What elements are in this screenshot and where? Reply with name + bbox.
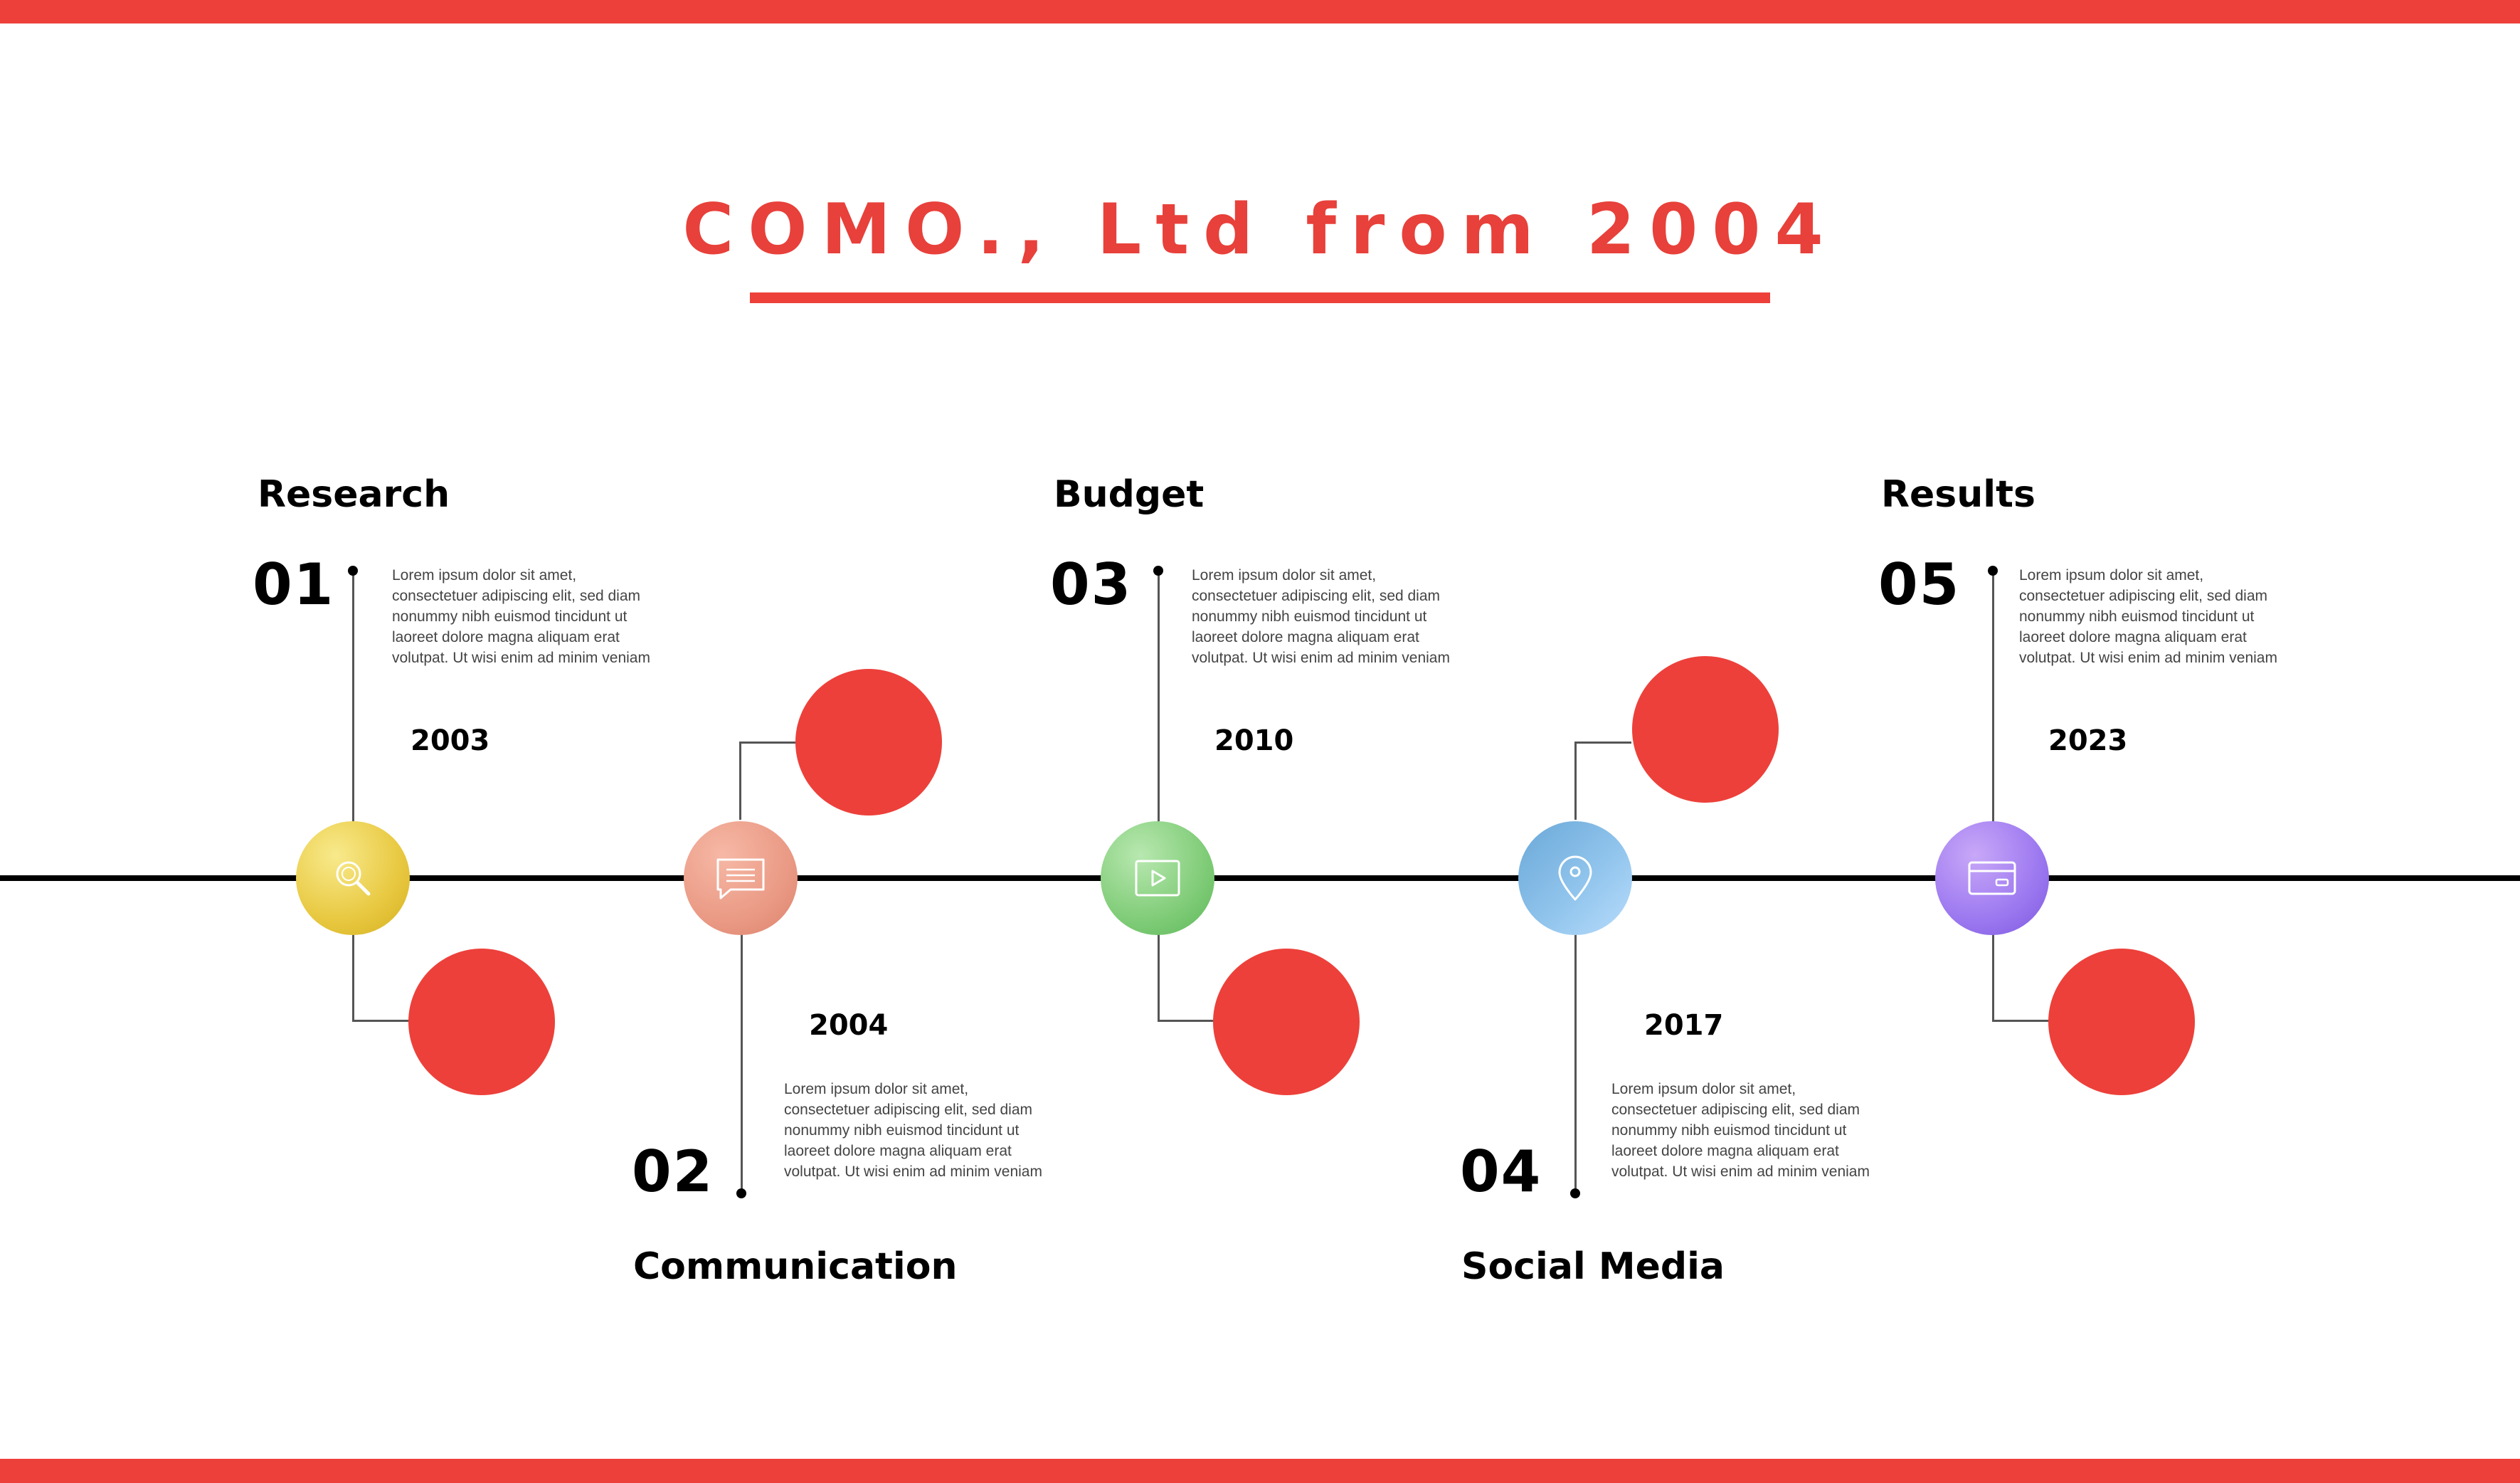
- stage-title: Budget: [1054, 473, 1205, 516]
- connector-dot: [348, 566, 358, 576]
- red-circle-marker: [795, 669, 942, 816]
- connector-line: [739, 742, 796, 744]
- play-icon: [1135, 860, 1180, 897]
- stage-title: Social Media: [1461, 1245, 1725, 1288]
- connector-line: [1158, 569, 1160, 825]
- stage-node-results[interactable]: [1935, 821, 2049, 935]
- stage-description: Lorem ipsum dolor sit amet, consectetuer…: [1611, 1081, 1870, 1180]
- chat-icon: [716, 858, 765, 899]
- connector-line: [352, 569, 354, 825]
- connector-dot: [1570, 1188, 1580, 1198]
- page-title: COMO., Ltd from 2004: [682, 189, 1838, 270]
- connector-line: [352, 934, 354, 1022]
- stage-node-budget[interactable]: [1101, 821, 1214, 935]
- stage-description: Lorem ipsum dolor sit amet, consectetuer…: [2019, 567, 2277, 666]
- stage-number: 02: [632, 1139, 714, 1205]
- top-accent-bar: [0, 0, 2520, 23]
- timeline-axis: [0, 875, 2520, 881]
- stage-description: Lorem ipsum dolor sit amet, consectetuer…: [784, 1081, 1042, 1180]
- red-circle-marker: [1213, 949, 1360, 1095]
- connector-line: [1992, 1020, 2049, 1022]
- title-underline: [750, 292, 1770, 303]
- red-circle-marker: [408, 949, 555, 1095]
- stage-description: Lorem ipsum dolor sit amet, consectetuer…: [392, 567, 650, 666]
- connector-line: [352, 1020, 409, 1022]
- stage-title: Research: [258, 473, 450, 516]
- bottom-accent-bar: [0, 1459, 2520, 1483]
- stage-number: 03: [1050, 551, 1133, 618]
- connector-line: [1992, 934, 1994, 1022]
- stage-node-communication[interactable]: [684, 821, 798, 935]
- connector-dot: [736, 1188, 746, 1198]
- stage-year: 2004: [809, 1009, 889, 1042]
- connector-line: [1574, 742, 1631, 744]
- connector-line: [741, 934, 743, 1194]
- stage-year: 2017: [1644, 1009, 1724, 1042]
- stage-description: Lorem ipsum dolor sit amet, consectetuer…: [1192, 567, 1450, 666]
- connector-dot: [1988, 566, 1998, 576]
- red-circle-marker: [1632, 656, 1779, 803]
- connector-line: [1158, 934, 1160, 1022]
- location-pin-icon: [1558, 855, 1592, 901]
- stage-number: 04: [1460, 1139, 1542, 1205]
- stage-number: 05: [1878, 551, 1961, 618]
- stage-title: Communication: [633, 1245, 958, 1288]
- stage-year: 2003: [411, 724, 490, 757]
- connector-line: [1574, 742, 1577, 820]
- connector-line: [1992, 569, 1994, 825]
- connector-line: [1574, 934, 1577, 1194]
- stage-year: 2023: [2048, 724, 2128, 757]
- stage-number: 01: [253, 551, 335, 618]
- connector-dot: [1153, 566, 1163, 576]
- connector-line: [1158, 1020, 1214, 1022]
- red-circle-marker: [2048, 949, 2195, 1095]
- stage-node-research[interactable]: [296, 821, 410, 935]
- stage-year: 2010: [1214, 724, 1294, 757]
- stage-title: Results: [1881, 473, 2035, 516]
- stage-node-social-media[interactable]: [1518, 821, 1632, 935]
- credit-card-icon: [1968, 861, 2016, 895]
- connector-line: [739, 742, 741, 820]
- search-icon: [336, 861, 371, 896]
